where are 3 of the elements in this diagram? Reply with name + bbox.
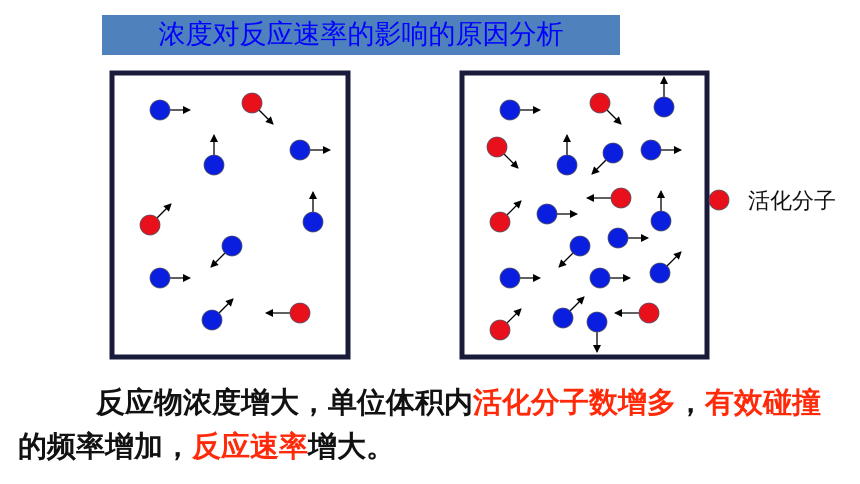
title-banner: 浓度对反应速率的影响的原因分析 — [102, 15, 620, 55]
legend-text: 活化分子 — [748, 188, 836, 216]
explanation-text: 反应物浓度增大，单位体积内活化分子数增多，有效碰撞的频率增加，反应速率增大。 — [18, 384, 822, 465]
